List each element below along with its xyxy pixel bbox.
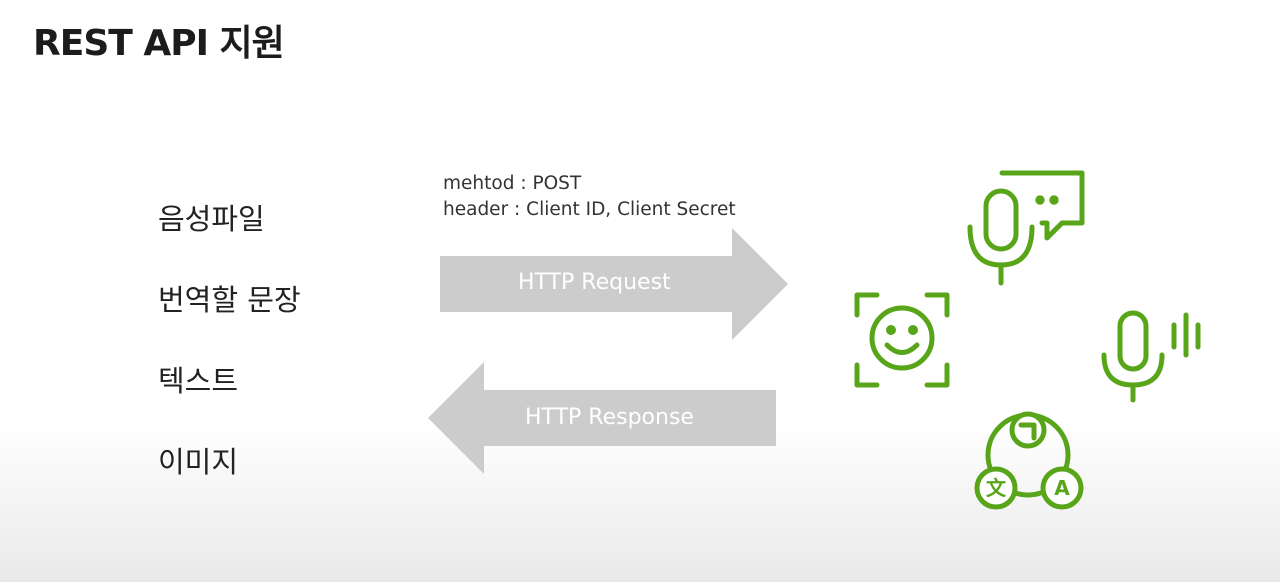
request-meta: mehtod : POST header : Client ID, Client… xyxy=(443,171,736,223)
input-item-image: 이미지 xyxy=(158,445,239,479)
input-item-sentence: 번역할 문장 xyxy=(158,283,301,317)
request-header-line: header : Client ID, Client Secret xyxy=(443,199,736,220)
input-item-audio-file: 음성파일 xyxy=(158,202,265,236)
input-item-text: 텍스트 xyxy=(158,364,239,398)
translation-icon: 文 A xyxy=(974,411,1084,510)
voice-input-icon xyxy=(1101,310,1201,403)
voice-chat-icon xyxy=(967,170,1085,286)
request-method-line: mehtod : POST xyxy=(443,173,582,194)
slide-title: REST API 지원 xyxy=(33,23,285,64)
svg-text:A: A xyxy=(1054,476,1070,500)
response-label: HTTP Response xyxy=(525,405,694,430)
face-recognition-icon xyxy=(854,292,950,388)
response-arrow xyxy=(428,362,776,474)
request-label: HTTP Request xyxy=(518,270,671,295)
request-arrow xyxy=(440,228,788,340)
svg-text:文: 文 xyxy=(986,476,1007,500)
